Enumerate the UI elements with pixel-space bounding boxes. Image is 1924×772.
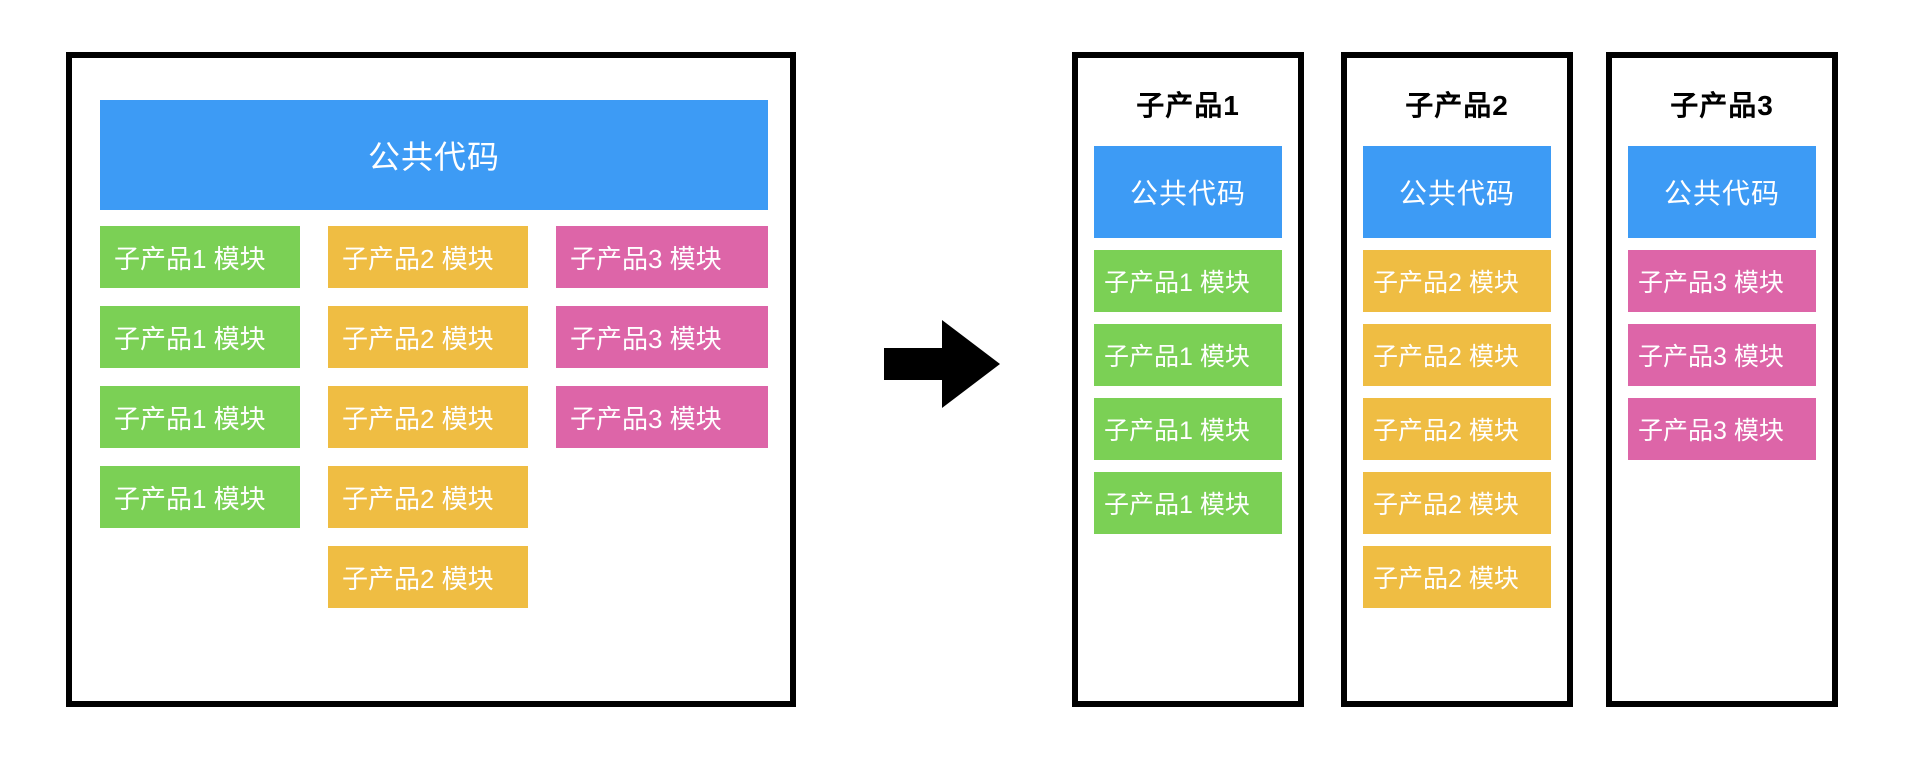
sub-product-module-chip: 子产品2 模块 xyxy=(1363,324,1551,386)
sub-product-module-chip: 子产品1 模块 xyxy=(1094,250,1282,312)
sub-product-stack-2: 公共代码 子产品2 模块子产品2 模块子产品2 模块子产品2 模块子产品2 模块 xyxy=(1363,146,1551,620)
sub-product-module-chip: 子产品3 模块 xyxy=(1628,324,1816,386)
monolith-panel: 公共代码 子产品1 模块子产品1 模块子产品1 模块子产品1 模块 子产品2 模… xyxy=(66,52,796,707)
monolith-column-sub2: 子产品2 模块子产品2 模块子产品2 模块子产品2 模块子产品2 模块 xyxy=(328,226,528,626)
sub-product-title-3: 子产品3 xyxy=(1670,90,1774,121)
sub-product-module-chip: 子产品2 模块 xyxy=(1363,472,1551,534)
sub-product-panel-1: 子产品1 公共代码 子产品1 模块子产品1 模块子产品1 模块子产品1 模块 xyxy=(1072,52,1304,707)
monolith-module-chip: 子产品1 模块 xyxy=(100,386,300,448)
arrow-right-icon xyxy=(884,320,1000,408)
sub-product-module-chip: 子产品1 模块 xyxy=(1094,398,1282,460)
sub-product-common-code-1: 公共代码 xyxy=(1094,146,1282,238)
sub-product-module-chip: 子产品2 模块 xyxy=(1363,546,1551,608)
sub-product-module-chip: 子产品3 模块 xyxy=(1628,398,1816,460)
monolith-module-chip: 子产品3 模块 xyxy=(556,226,768,288)
sub-product-panel-2: 子产品2 公共代码 子产品2 模块子产品2 模块子产品2 模块子产品2 模块子产… xyxy=(1341,52,1573,707)
monolith-module-chip: 子产品2 模块 xyxy=(328,546,528,608)
monolith-module-chip: 子产品2 模块 xyxy=(328,386,528,448)
monolith-module-chip: 子产品1 模块 xyxy=(100,226,300,288)
monolith-module-chip: 子产品3 模块 xyxy=(556,306,768,368)
sub-product-common-code-3: 公共代码 xyxy=(1628,146,1816,238)
monolith-module-chip: 子产品1 模块 xyxy=(100,466,300,528)
monolith-module-chip: 子产品2 模块 xyxy=(328,466,528,528)
sub-product-module-chip: 子产品1 模块 xyxy=(1094,324,1282,386)
monolith-module-chip: 子产品2 模块 xyxy=(328,306,528,368)
monolith-module-chip: 子产品1 模块 xyxy=(100,306,300,368)
monolith-module-chip: 子产品3 模块 xyxy=(556,386,768,448)
sub-product-module-chip: 子产品3 模块 xyxy=(1628,250,1816,312)
sub-product-module-chip: 子产品2 模块 xyxy=(1363,250,1551,312)
sub-product-module-chip: 子产品2 模块 xyxy=(1363,398,1551,460)
sub-product-module-chip: 子产品1 模块 xyxy=(1094,472,1282,534)
sub-product-title-2: 子产品2 xyxy=(1405,90,1509,121)
monolith-module-chip: 子产品2 模块 xyxy=(328,226,528,288)
sub-product-common-code-2: 公共代码 xyxy=(1363,146,1551,238)
monolith-column-sub1: 子产品1 模块子产品1 模块子产品1 模块子产品1 模块 xyxy=(100,226,300,546)
sub-product-stack-3: 公共代码 子产品3 模块子产品3 模块子产品3 模块 xyxy=(1628,146,1816,472)
monolith-common-code-bar: 公共代码 xyxy=(100,100,768,210)
monolith-column-sub3: 子产品3 模块子产品3 模块子产品3 模块 xyxy=(556,226,768,466)
sub-product-panel-3: 子产品3 公共代码 子产品3 模块子产品3 模块子产品3 模块 xyxy=(1606,52,1838,707)
sub-product-title-1: 子产品1 xyxy=(1136,90,1240,121)
sub-product-stack-1: 公共代码 子产品1 模块子产品1 模块子产品1 模块子产品1 模块 xyxy=(1094,146,1282,546)
